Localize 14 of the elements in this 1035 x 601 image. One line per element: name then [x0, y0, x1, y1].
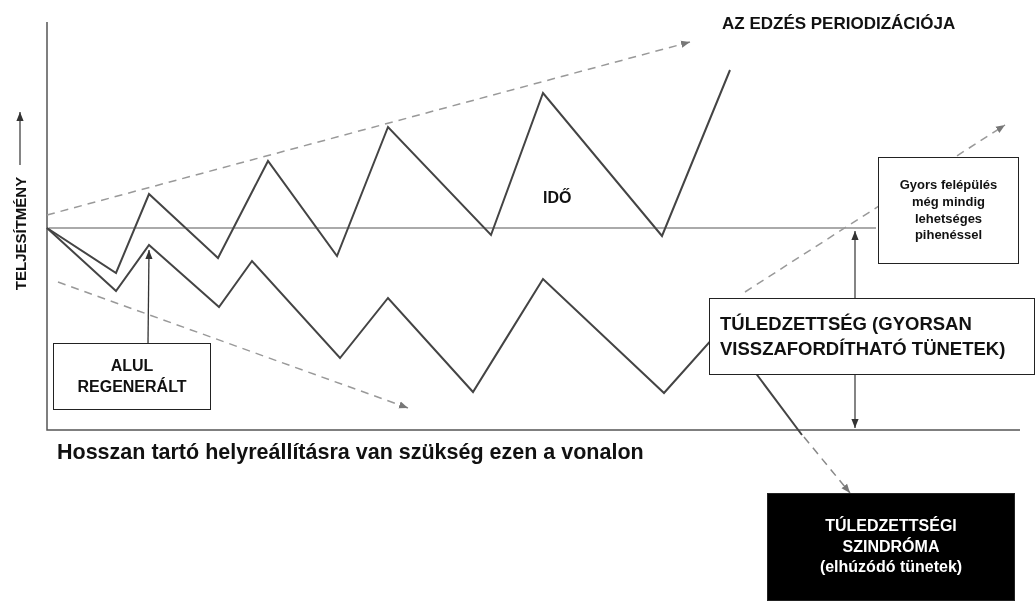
note-text: Hosszan tartó helyreállításra van szükség ezen a vonalon [57, 440, 644, 465]
box-text: (elhúzódó tünetek) [819, 557, 963, 578]
diagram-title: AZ EDZÉS PERIODIZÁCIÓJA [722, 14, 956, 34]
note-box [878, 157, 1019, 264]
box-text: Gyors felépülés még mindig lehetséges pihenéssel [898, 176, 999, 245]
axis-label: TELJESÍTMÉNY [11, 176, 29, 290]
dashed-arrow [803, 436, 851, 494]
highlight-box [767, 493, 1015, 601]
box-text: TÚLEDZETTSÉGI SZINDRÓMA [824, 515, 958, 557]
axis-label: IDŐ [543, 189, 572, 207]
label-box [709, 298, 1035, 375]
arrow [145, 249, 153, 344]
box-text: TÚLEDZETTSÉG (GYORSAN VISSZAFORDÍTHATÓ TÜNETEK) [720, 312, 1007, 361]
box-text: ALUL REGENERÁLT [76, 355, 188, 397]
